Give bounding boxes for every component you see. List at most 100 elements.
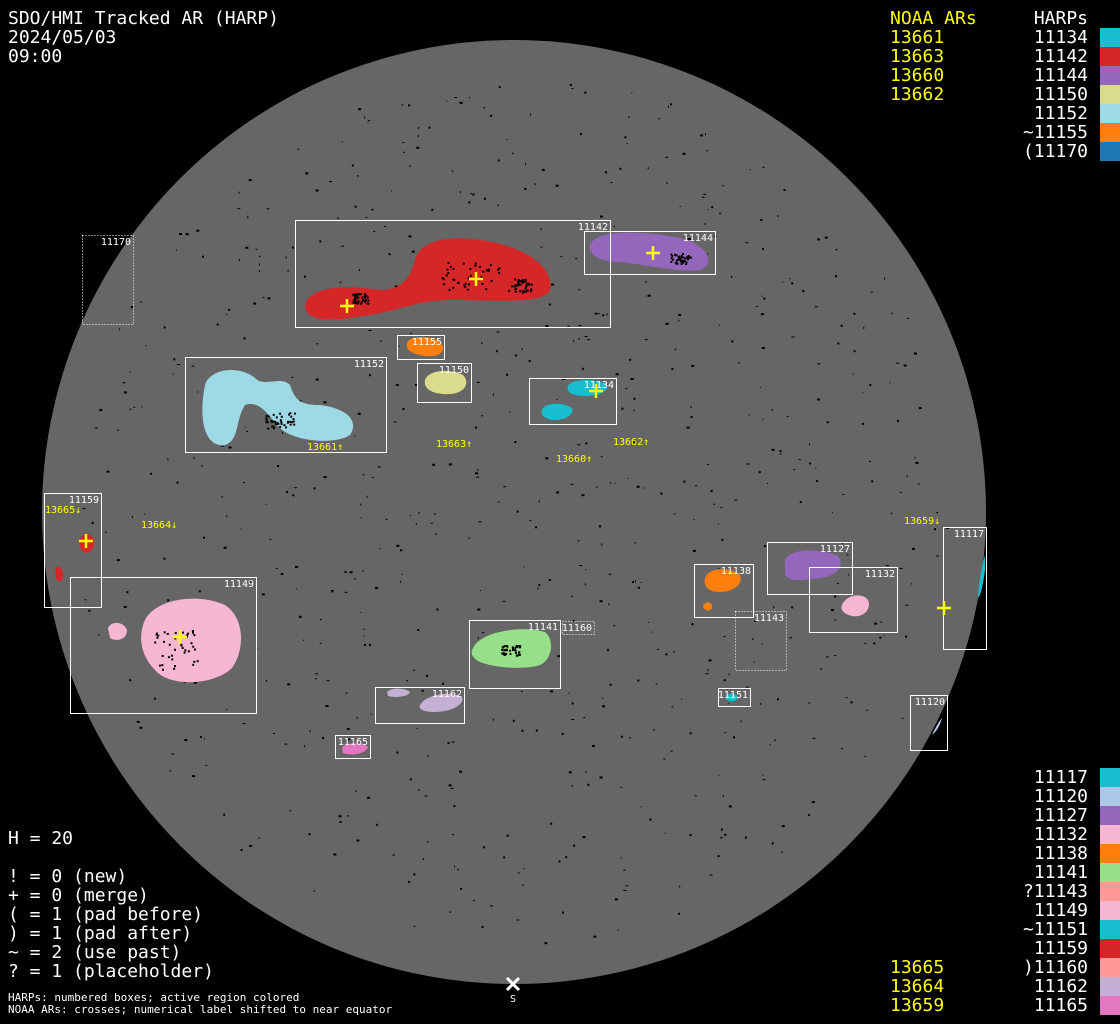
magnetic-speckle — [687, 238, 691, 240]
magnetic-speckle — [719, 212, 722, 214]
magnetic-speckle — [309, 730, 311, 733]
sunspot-pixel — [680, 254, 683, 257]
magnetic-speckle — [179, 233, 182, 235]
magnetic-speckle — [707, 464, 710, 465]
harp-box — [910, 695, 948, 751]
magnetic-speckle — [394, 285, 398, 288]
magnetic-speckle — [408, 235, 412, 238]
magnetic-speckle — [760, 219, 763, 221]
sunspot-pixel — [193, 634, 196, 637]
sunspot-pixel — [279, 419, 282, 422]
magnetic-speckle — [506, 139, 508, 141]
magnetic-speckle — [678, 912, 681, 915]
sunspot-pixel — [530, 283, 533, 286]
color-swatch — [1100, 787, 1120, 806]
harp-number: ?11143 — [1022, 881, 1088, 902]
magnetic-speckle — [690, 406, 692, 408]
sunspot-pixel — [675, 254, 678, 257]
magnetic-speckle — [393, 421, 397, 423]
magnetic-speckle — [635, 580, 636, 583]
color-swatch — [1100, 882, 1120, 901]
magnetic-speckle — [472, 900, 475, 902]
magnetic-speckle — [369, 644, 371, 646]
magnetic-speckle — [497, 501, 500, 503]
magnetic-speckle — [719, 837, 723, 839]
magnetic-speckle — [636, 485, 640, 488]
sunspot-pixel — [523, 281, 526, 284]
magnetic-speckle — [402, 142, 405, 143]
sunspot-pixel — [154, 641, 157, 644]
magnetic-speckle — [637, 586, 640, 589]
magnetic-speckle — [435, 533, 438, 535]
magnetic-speckle — [753, 661, 755, 663]
magnetic-speckle — [345, 692, 348, 694]
magnetic-speckle — [130, 306, 133, 309]
sunspot-pixel — [280, 415, 283, 418]
magnetic-speckle — [540, 228, 542, 231]
magnetic-speckle — [265, 503, 267, 505]
sunspot-pixel — [501, 646, 504, 649]
magnetic-speckle — [339, 821, 342, 823]
magnetic-speckle — [535, 729, 538, 732]
sunspot-pixel — [509, 653, 512, 655]
magnetic-speckle — [723, 636, 726, 637]
magnetic-speckle — [88, 609, 91, 612]
magnetic-speckle — [490, 114, 493, 117]
sunspot-pixel — [276, 422, 279, 425]
magnetic-speckle — [482, 846, 485, 849]
magnetic-speckle — [607, 649, 609, 652]
magnetic-speckle — [599, 600, 603, 603]
magnetic-speckle — [831, 609, 834, 611]
sunspot-pixel — [682, 253, 684, 255]
sunspot-pixel — [463, 284, 466, 287]
active-region-patch — [589, 232, 709, 271]
sunspot-pixel — [517, 654, 520, 657]
magnetic-speckle — [216, 323, 219, 326]
legend-row: 11127 — [890, 806, 1120, 825]
sunspot-pixel — [293, 412, 296, 415]
sunspot-pixel — [682, 260, 685, 263]
sunspot-pixel — [521, 279, 524, 281]
magnetic-speckle — [880, 621, 883, 623]
sunspot-pixel — [291, 421, 294, 424]
sunspot-pixel — [285, 426, 287, 429]
magnetic-speckle — [731, 276, 733, 278]
magnetic-speckle — [663, 758, 666, 760]
magnetic-speckle — [242, 723, 246, 725]
sunspot-pixel — [517, 279, 520, 282]
sunspot-pixel — [501, 648, 504, 651]
magnetic-speckle — [314, 673, 318, 675]
sunspot-pixel — [514, 649, 517, 652]
magnetic-speckle — [516, 510, 519, 513]
sunspot-pixel — [180, 643, 183, 646]
magnetic-speckle — [550, 822, 553, 825]
sunspot-pixel — [501, 652, 504, 655]
magnetic-speckle — [660, 492, 663, 495]
magnetic-speckle — [370, 209, 374, 211]
color-swatch — [1100, 85, 1120, 104]
magnetic-speckle — [249, 844, 253, 847]
sunspot-pixel — [289, 420, 292, 423]
sunspot-pixel — [509, 649, 512, 652]
legend-row: 11152 — [890, 104, 1120, 123]
magnetic-speckle — [521, 348, 523, 351]
magnetic-speckle — [760, 313, 764, 316]
sunspot-pixel — [467, 277, 470, 280]
magnetic-speckle — [412, 669, 415, 671]
sunspot-pixel — [277, 422, 280, 425]
magnetic-speckle — [808, 443, 810, 446]
magnetic-speckle — [329, 181, 332, 183]
magnetic-speckle — [341, 245, 345, 247]
magnetic-speckle — [771, 842, 774, 845]
magnetic-speckle — [364, 643, 366, 646]
color-swatch — [1100, 920, 1120, 939]
magnetic-speckle — [834, 655, 837, 656]
magnetic-speckle — [122, 382, 126, 384]
sunspot-pixel — [182, 631, 184, 634]
magnetic-speckle — [613, 625, 616, 627]
sunspot-pixel — [174, 665, 176, 668]
magnetic-speckle — [706, 669, 709, 671]
